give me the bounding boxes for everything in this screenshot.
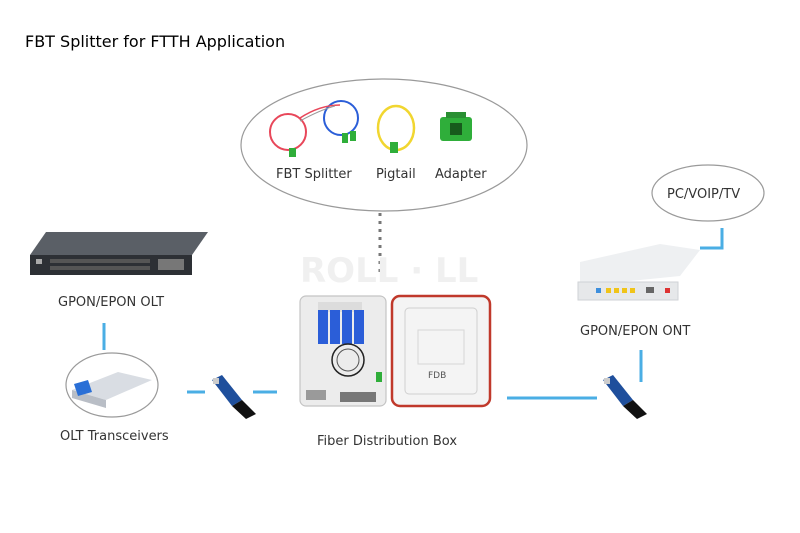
terminal-ellipse — [651, 164, 765, 222]
pigtail-image — [376, 104, 416, 153]
fdb-label: Fiber Distribution Box — [317, 434, 457, 449]
fbt-splitter-label: FBT Splitter — [276, 167, 352, 182]
adapter-image — [440, 112, 472, 141]
olt-transceiver-image — [65, 352, 159, 418]
ont-label: GPON/EPON ONT — [580, 324, 690, 339]
left-fast-connector-image — [212, 375, 256, 419]
fdb-panel-text: FDB — [428, 371, 446, 381]
watermark: ROLL · LL — [300, 251, 478, 291]
link-ont-terminal — [700, 228, 724, 250]
transceiver-label: OLT Transceivers — [60, 429, 169, 444]
terminal-label: PC/VOIP/TV — [667, 187, 740, 202]
fiber-distribution-box-image — [299, 294, 492, 408]
adapter-label: Adapter — [435, 167, 487, 182]
pigtail-label: Pigtail — [376, 167, 416, 182]
right-fast-connector-image — [603, 375, 647, 419]
components-ellipse — [240, 78, 528, 212]
ont-device-image — [577, 244, 700, 301]
olt-label: GPON/EPON OLT — [58, 295, 164, 310]
diagram-title: FBT Splitter for FTTH Application — [25, 32, 285, 51]
fbt-splitter-image — [269, 100, 359, 157]
olt-device-image — [30, 232, 208, 275]
